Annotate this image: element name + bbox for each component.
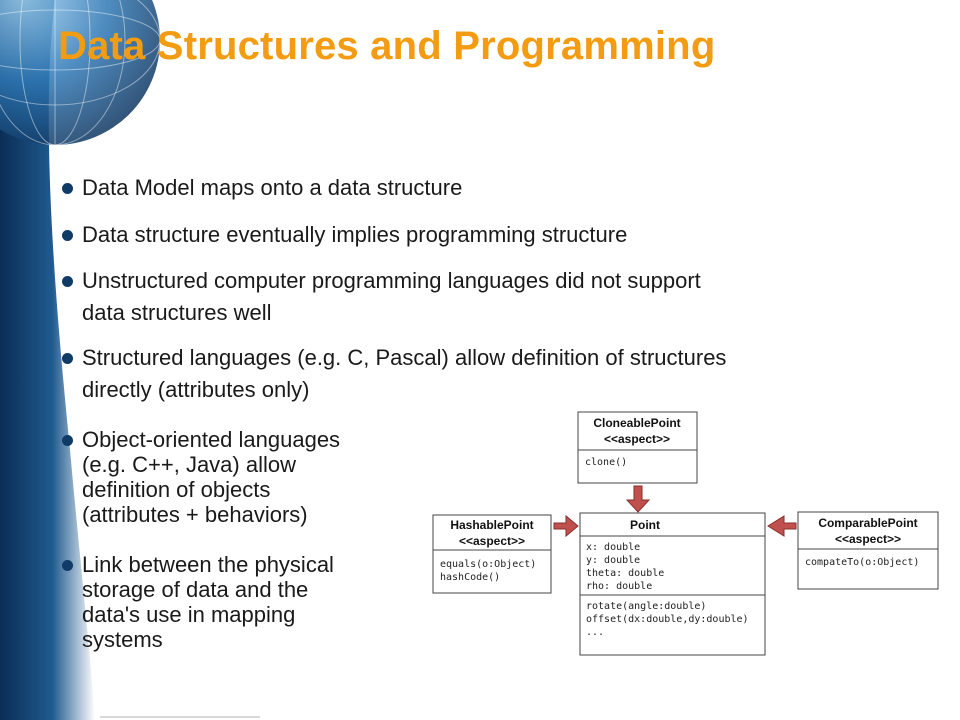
comparable-class-name: ComparablePoint: [818, 516, 917, 530]
bullet-dot: [62, 353, 73, 364]
cloneable-class-box: [577, 411, 698, 484]
left-decorative-band: [0, 0, 95, 720]
comparable-stereotype: <<aspect>>: [835, 532, 901, 546]
bullet-text: Unstructured computer programming langua…: [82, 268, 701, 325]
bullet-item: Data Model maps onto a data structure: [62, 172, 902, 204]
globe-decoration: [0, 0, 161, 146]
arrow-right-icon: [553, 514, 579, 538]
point-class-name: Point: [630, 518, 660, 532]
point-method: ...: [586, 627, 604, 638]
bullet-dot: [62, 276, 73, 287]
bullet-item: Unstructured computer programming langua…: [62, 265, 902, 329]
uml-class-diagram: CloneablePoint <<aspect>> clone() Hashab…: [432, 411, 939, 656]
point-attribute: y: double: [586, 555, 640, 566]
cloneable-class-name: CloneablePoint: [593, 416, 680, 430]
hashable-class-box: [432, 514, 552, 594]
bullet-dot: [62, 183, 73, 194]
bullet-item: Data structure eventually implies progra…: [62, 219, 902, 251]
arrow-left-icon: [767, 515, 797, 537]
footer-divider: [100, 716, 260, 718]
arrow-down-icon: [625, 485, 651, 513]
point-method: rotate(angle:double): [586, 601, 706, 612]
comparable-class-box: [797, 511, 939, 590]
bullet-text: Structured languages (e.g. C, Pascal) al…: [82, 345, 727, 402]
slide-title: Data Structures and Programming: [58, 24, 716, 68]
point-class-box: [579, 512, 766, 656]
bullet-text: Data structure eventually implies progra…: [82, 222, 628, 247]
bullet-dot: [62, 230, 73, 241]
hashable-class-name: HashablePoint: [450, 518, 533, 532]
comparable-method: compateTo(o:Object): [805, 557, 919, 568]
bullet-item: Structured languages (e.g. C, Pascal) al…: [62, 342, 922, 406]
point-attribute: rho: double: [586, 581, 652, 592]
hashable-method: equals(o:Object): [440, 559, 536, 570]
hashable-stereotype: <<aspect>>: [459, 534, 525, 548]
bullet-text: Data Model maps onto a data structure: [82, 175, 463, 200]
bullet-dot: [62, 435, 73, 446]
bullet-item: Object-oriented languages(e.g. C++, Java…: [62, 427, 412, 527]
bullet-dot: [62, 560, 73, 571]
bullet-text: Object-oriented languages(e.g. C++, Java…: [82, 427, 341, 527]
cloneable-stereotype: <<aspect>>: [604, 432, 670, 446]
point-attribute: theta: double: [586, 568, 664, 579]
cloneable-method: clone(): [585, 457, 627, 468]
point-attribute: x: double: [586, 542, 640, 553]
point-method: offset(dx:double,dy:double): [586, 614, 749, 625]
hashable-method: hashCode(): [440, 572, 500, 583]
